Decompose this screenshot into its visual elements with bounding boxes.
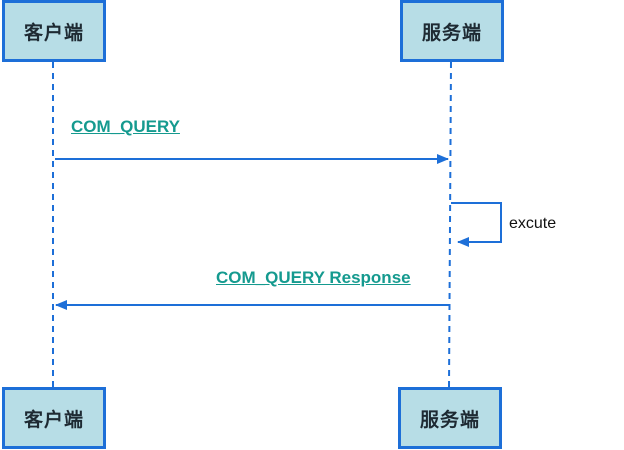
server-participant-top: 服务端 <box>400 0 504 62</box>
server-participant-label: 服务端 <box>419 408 480 431</box>
client-participant-top: 客户端 <box>2 0 106 62</box>
client-participant-label: 客户端 <box>23 21 84 44</box>
server-lifeline <box>448 61 452 388</box>
com-query-label: COM_QUERY <box>71 117 180 136</box>
client-participant-bottom: 客户端 <box>2 387 106 449</box>
server-participant-bottom: 服务端 <box>398 387 502 449</box>
server-participant-label: 服务端 <box>421 21 482 44</box>
client-participant-label: 客户端 <box>23 408 84 431</box>
com-query-response-label: COM_QUERY Response <box>216 268 411 287</box>
excute-label: excute <box>509 215 557 232</box>
excute-self-arrow <box>451 202 502 247</box>
